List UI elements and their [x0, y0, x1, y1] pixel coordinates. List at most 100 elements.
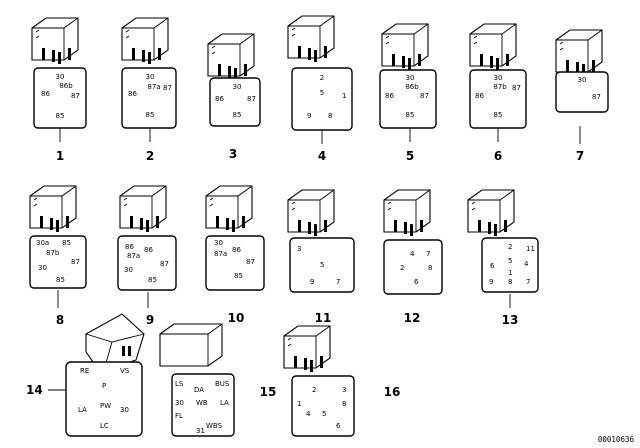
- relay-9-housing: [119, 185, 167, 233]
- relay-1-pin-label: 30: [56, 73, 65, 81]
- relay-7-housing: [555, 29, 603, 77]
- relay-10-pin-label: 30: [214, 239, 223, 247]
- relay-10-pin-label: 87a: [214, 250, 227, 258]
- relay-3-housing: [207, 33, 255, 81]
- relay-8-pin-label: 87: [71, 258, 80, 266]
- relay-9-pin-label: 87a: [127, 252, 140, 260]
- relay-15-pin-label: BUS: [215, 380, 230, 388]
- relay-13-number: 13: [502, 313, 519, 327]
- relay-13-housing: [467, 189, 515, 237]
- relay-7-pin-label: 30: [578, 76, 587, 84]
- relay-16-pin-label: 6: [336, 422, 341, 430]
- relay-13-pin-label: 1: [508, 269, 512, 277]
- relay-1-number: 1: [56, 149, 64, 163]
- relay-14-pin-label: LC: [100, 422, 109, 430]
- relay-7-pin-label: 87: [592, 93, 601, 101]
- relay-2-pin-label: 85: [146, 111, 155, 119]
- relay-5-socket: [379, 69, 437, 129]
- relay-13-pin-label: 6: [490, 262, 495, 270]
- relay-3-pin-label: 87: [247, 95, 256, 103]
- relay-5-pin-label: 86: [385, 92, 394, 100]
- relay-9-pin-label: 86: [144, 246, 153, 254]
- relay-14-socket: [65, 361, 143, 437]
- relay-8-pin-label: 87b: [46, 249, 60, 257]
- relay-3-socket: [209, 77, 261, 127]
- relay-13-pin-label: 4: [524, 260, 529, 268]
- relay-8-pin-label: 30a: [36, 239, 49, 247]
- relay-10: 30 87a 86 87 85 10: [205, 185, 265, 325]
- relay-3-pin-label: 85: [233, 111, 242, 119]
- relay-6-pin-label: 87: [512, 84, 521, 92]
- relay-10-number: 10: [228, 311, 245, 325]
- relay-3-number: 3: [229, 147, 237, 161]
- relay-8-pin-label: 85: [56, 276, 65, 284]
- relay-13-pin-label: 2: [508, 243, 512, 251]
- relay-15-socket: [171, 373, 235, 437]
- relay-2-pin-label: 86: [128, 90, 137, 98]
- relay-9-pin-label: 86: [125, 243, 134, 251]
- relay-14-pin-label: 30: [120, 406, 129, 414]
- relay-13-pin-label: 9: [489, 278, 493, 286]
- relay-10-socket: [205, 235, 265, 291]
- relay-14: RE VS P LA PW 30 LC 14: [26, 313, 145, 437]
- relay-13-pin-label: 7: [526, 278, 530, 286]
- relay-12-pin-label: 7: [426, 250, 430, 258]
- relay-1-pin-label: 86: [41, 90, 50, 98]
- relay-11-number: 11: [315, 311, 332, 325]
- relay-6-pin-label: 87b: [493, 83, 507, 91]
- relay-13-pin-label: 5: [508, 257, 512, 265]
- relay-11-pin-label: 3: [297, 245, 301, 253]
- relay-15: LS BUS DA 30 WB LA FL WBS 31 15: [159, 323, 277, 437]
- relay-8: 30a 85 87b 30 87 85 8: [29, 185, 87, 327]
- relay-5-number: 5: [406, 149, 414, 163]
- relay-6-pin-label: 86: [475, 92, 484, 100]
- relay-2: 30 87a 86 87 85 2: [121, 17, 177, 163]
- relay-16-pin-label: 4: [306, 410, 311, 418]
- relay-10-pin-label: 87: [246, 258, 255, 266]
- relay-15-pin-label: WBS: [206, 422, 223, 430]
- relay-16-housing: [283, 325, 331, 373]
- relay-12: 4 7 2 8 6 12: [383, 189, 443, 325]
- relay-3-pin-label: 86: [215, 95, 224, 103]
- relay-14-pin-label: RE: [80, 367, 89, 375]
- relay-8-number: 8: [56, 313, 64, 327]
- relay-12-pin-label: 2: [400, 264, 404, 272]
- relay-12-socket: [383, 239, 443, 295]
- relay-15-pin-label: WB: [196, 399, 208, 407]
- relay-1-pin-label: 86b: [59, 82, 73, 90]
- relay-13: 2 11 6 5 4 1 9 8 7 13: [467, 189, 539, 327]
- relay-11-pin-label: 9: [310, 278, 314, 286]
- relay-10-pin-label: 85: [234, 272, 243, 280]
- relay-15-number: 15: [260, 385, 277, 399]
- relay-3-pin-label: 30: [233, 83, 242, 91]
- relay-2-socket: [121, 67, 177, 129]
- relay-4-pin-label: 1: [342, 92, 346, 100]
- relay-5-pin-label: 86b: [405, 83, 419, 91]
- figure-code: 00010636: [598, 435, 635, 444]
- relay-15-pin-label: LA: [220, 399, 229, 407]
- relay-5-pin-label: 85: [406, 111, 415, 119]
- relay-7: 30 87 7: [555, 29, 609, 163]
- relay-4-pin-label: 8: [328, 112, 332, 120]
- relay-16-number: 16: [384, 385, 401, 399]
- relay-2-pin-label: 30: [146, 73, 155, 81]
- relay-7-socket: [555, 71, 609, 113]
- relay-1-pin-label: 87: [71, 92, 80, 100]
- relay-10-housing: [205, 185, 253, 233]
- relay-14-pin-label: LA: [78, 406, 87, 414]
- relay-8-housing: [29, 185, 77, 233]
- relay-12-pin-label: 6: [414, 278, 419, 286]
- relay-11-pin-label: 5: [320, 261, 324, 269]
- relay-4-pin-label: 2: [320, 74, 324, 82]
- relay-14-number: 14: [26, 383, 43, 397]
- relay-8-socket: [29, 235, 87, 289]
- relay-9-number: 9: [146, 313, 154, 327]
- relay-6-number: 6: [494, 149, 502, 163]
- relay-14-housing: [85, 313, 145, 373]
- relay-12-pin-label: 4: [410, 250, 415, 258]
- relay-15-pin-label: DA: [194, 386, 204, 394]
- relay-9-pin-label: 85: [148, 276, 157, 284]
- relay-1: 30 86b 86 87 85 1: [31, 17, 87, 163]
- relay-2-pin-label: 87: [163, 84, 172, 92]
